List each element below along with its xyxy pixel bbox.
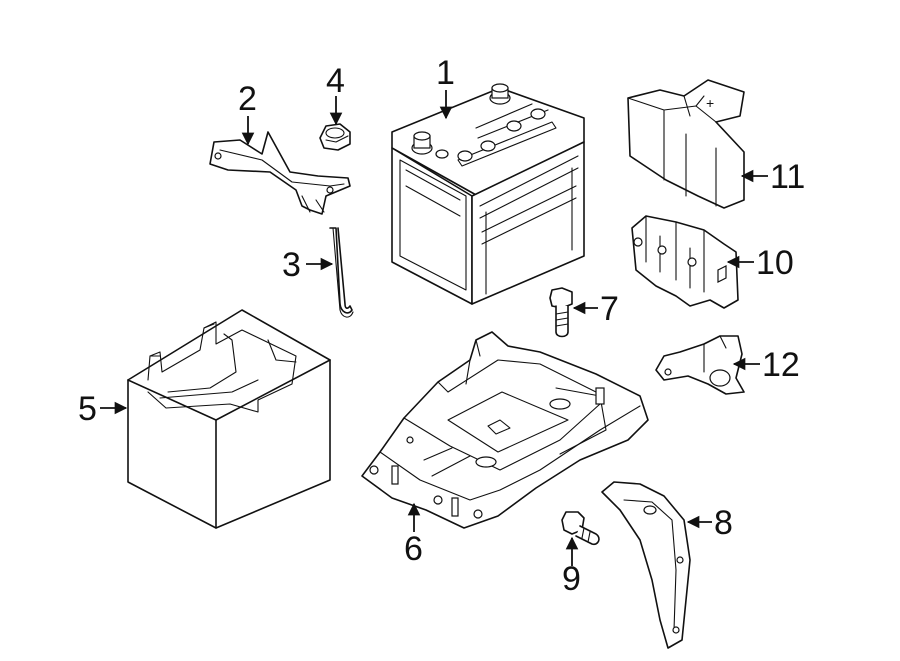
battery-cover-box — [127, 309, 331, 529]
hold-down-rod — [329, 227, 354, 318]
support-bracket — [601, 481, 691, 649]
callout-12: 12 — [762, 346, 800, 384]
battery-terminal — [655, 335, 745, 395]
callout-11: 11 — [770, 158, 805, 196]
callout-2: 2 — [238, 80, 257, 118]
terminal-cover: + — [627, 79, 745, 209]
bolt-9 — [561, 511, 600, 546]
battery — [391, 83, 585, 305]
callout-7: 7 — [600, 290, 619, 328]
callout-5: 5 — [78, 390, 97, 428]
callout-9: 9 — [562, 560, 581, 598]
hex-nut — [319, 123, 351, 151]
callout-1: 1 — [436, 54, 455, 92]
callout-3: 3 — [282, 246, 301, 284]
bolt-7 — [549, 287, 573, 338]
svg-text:+: + — [706, 95, 714, 111]
fusible-link-block — [631, 215, 739, 309]
callout-6: 6 — [404, 530, 423, 568]
hold-down-bracket — [209, 131, 351, 215]
callout-10: 10 — [756, 244, 794, 282]
battery-tray — [361, 331, 649, 529]
callout-4: 4 — [326, 62, 345, 100]
callout-8: 8 — [714, 504, 733, 542]
